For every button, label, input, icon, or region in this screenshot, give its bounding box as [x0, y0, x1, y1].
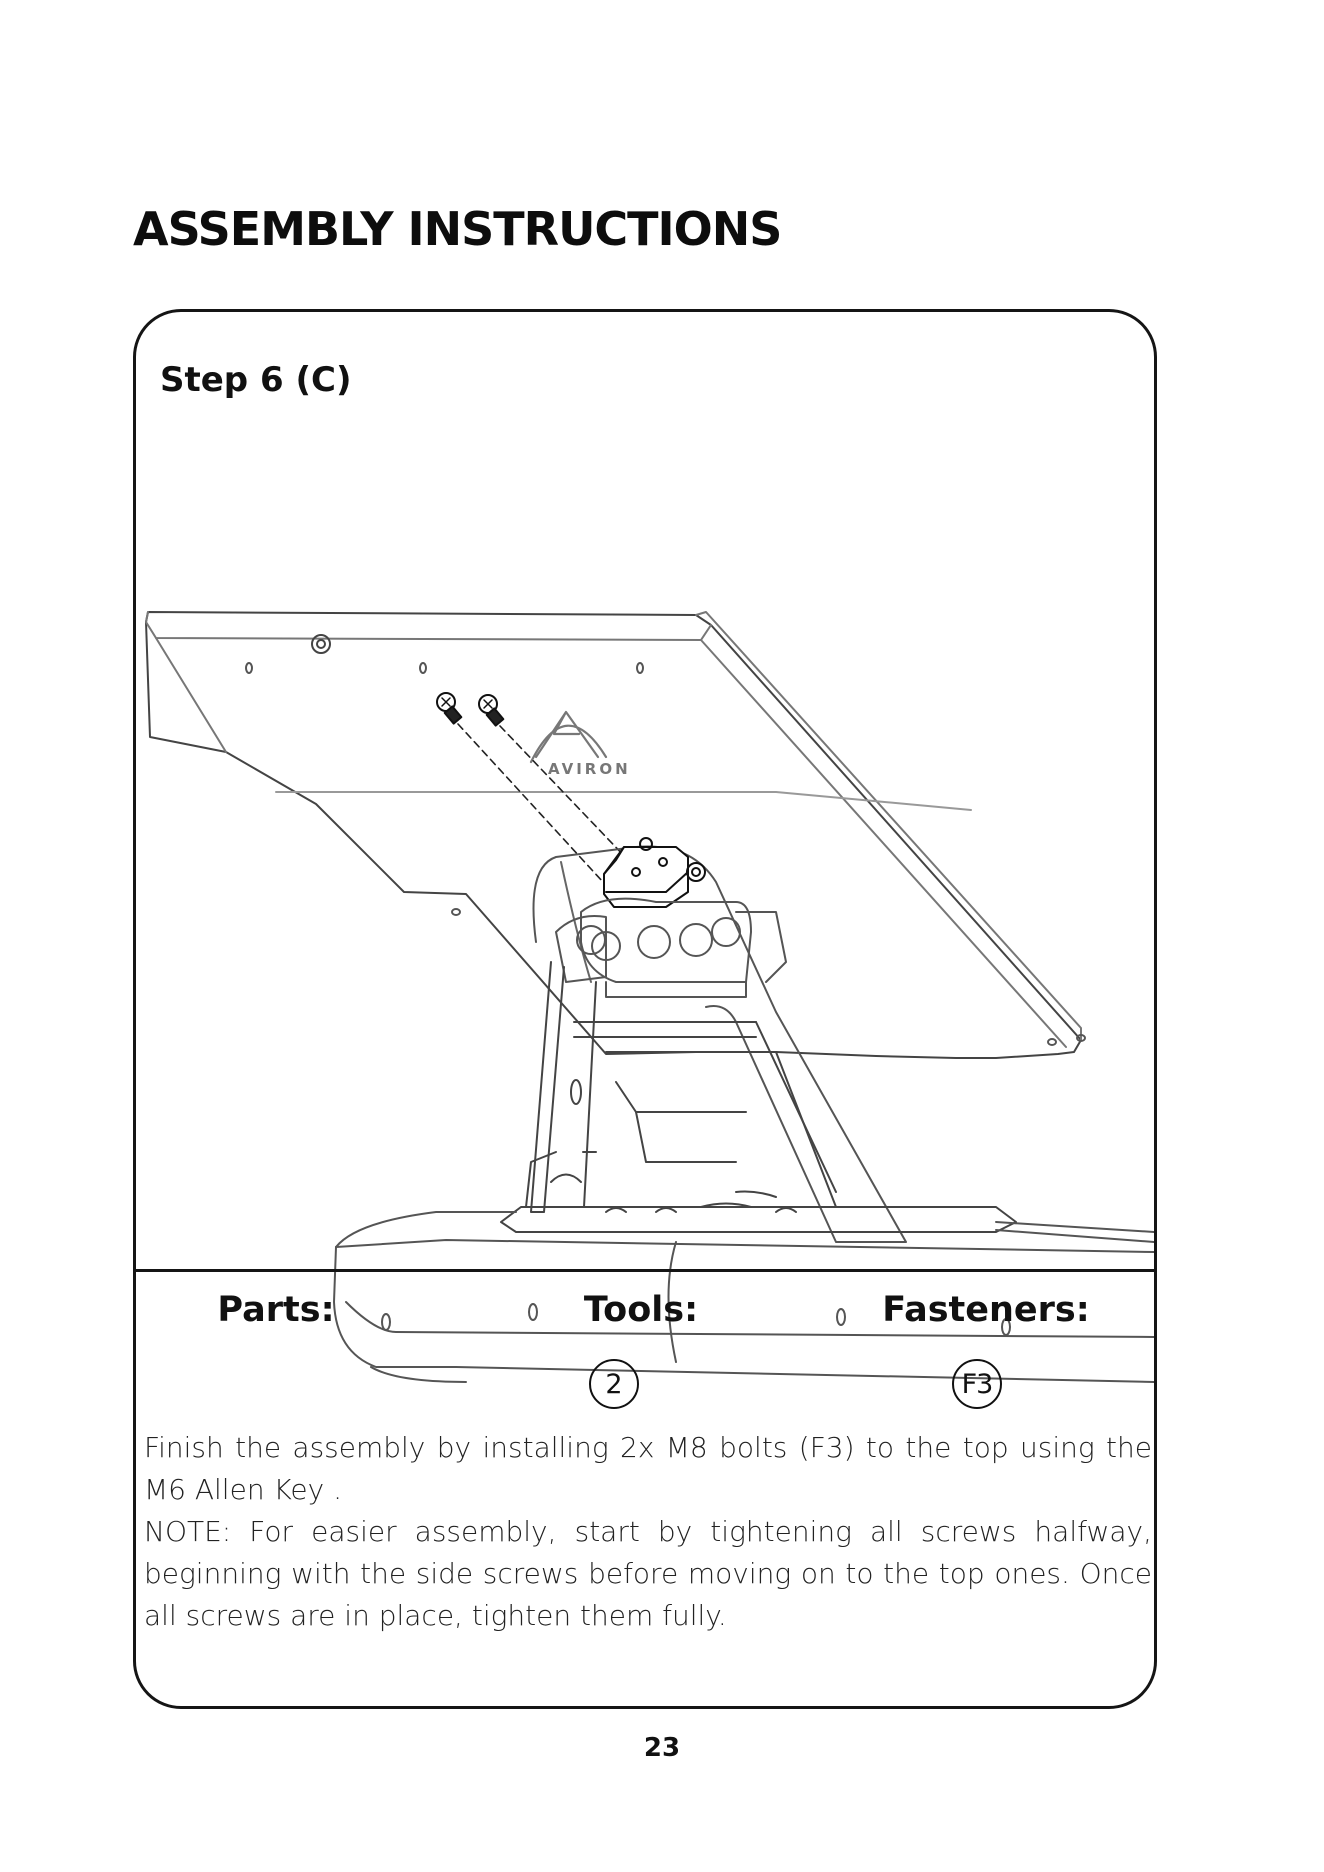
instructions-text: Finish the assembly by installing 2x M8 …: [144, 1427, 1152, 1637]
step-label: Step 6 (C): [160, 360, 352, 400]
fasteners-heading: Fasteners:: [882, 1290, 1090, 1330]
step-panel: Step 6 (C) AVIRON: [133, 309, 1157, 1709]
tool-reference-badge: 2: [589, 1359, 639, 1409]
note-paragraph: NOTE: For easier assembly, start by tigh…: [144, 1515, 1152, 1632]
instruction-paragraph: Finish the assembly by installing 2x M8 …: [144, 1431, 1152, 1506]
bolt-icon: [436, 692, 505, 727]
monitor-brand-text: AVIRON: [548, 760, 631, 778]
aviron-logo-icon: [529, 710, 608, 764]
section-divider: [136, 1269, 1154, 1272]
assembly-illustration: AVIRON: [145, 611, 1154, 1383]
parts-heading: Parts:: [217, 1290, 335, 1330]
fastener-reference-badge: F3: [952, 1359, 1002, 1409]
page-title: ASSEMBLY INSTRUCTIONS: [133, 202, 782, 256]
page-number: 23: [643, 1733, 681, 1763]
tools-heading: Tools:: [583, 1290, 699, 1330]
